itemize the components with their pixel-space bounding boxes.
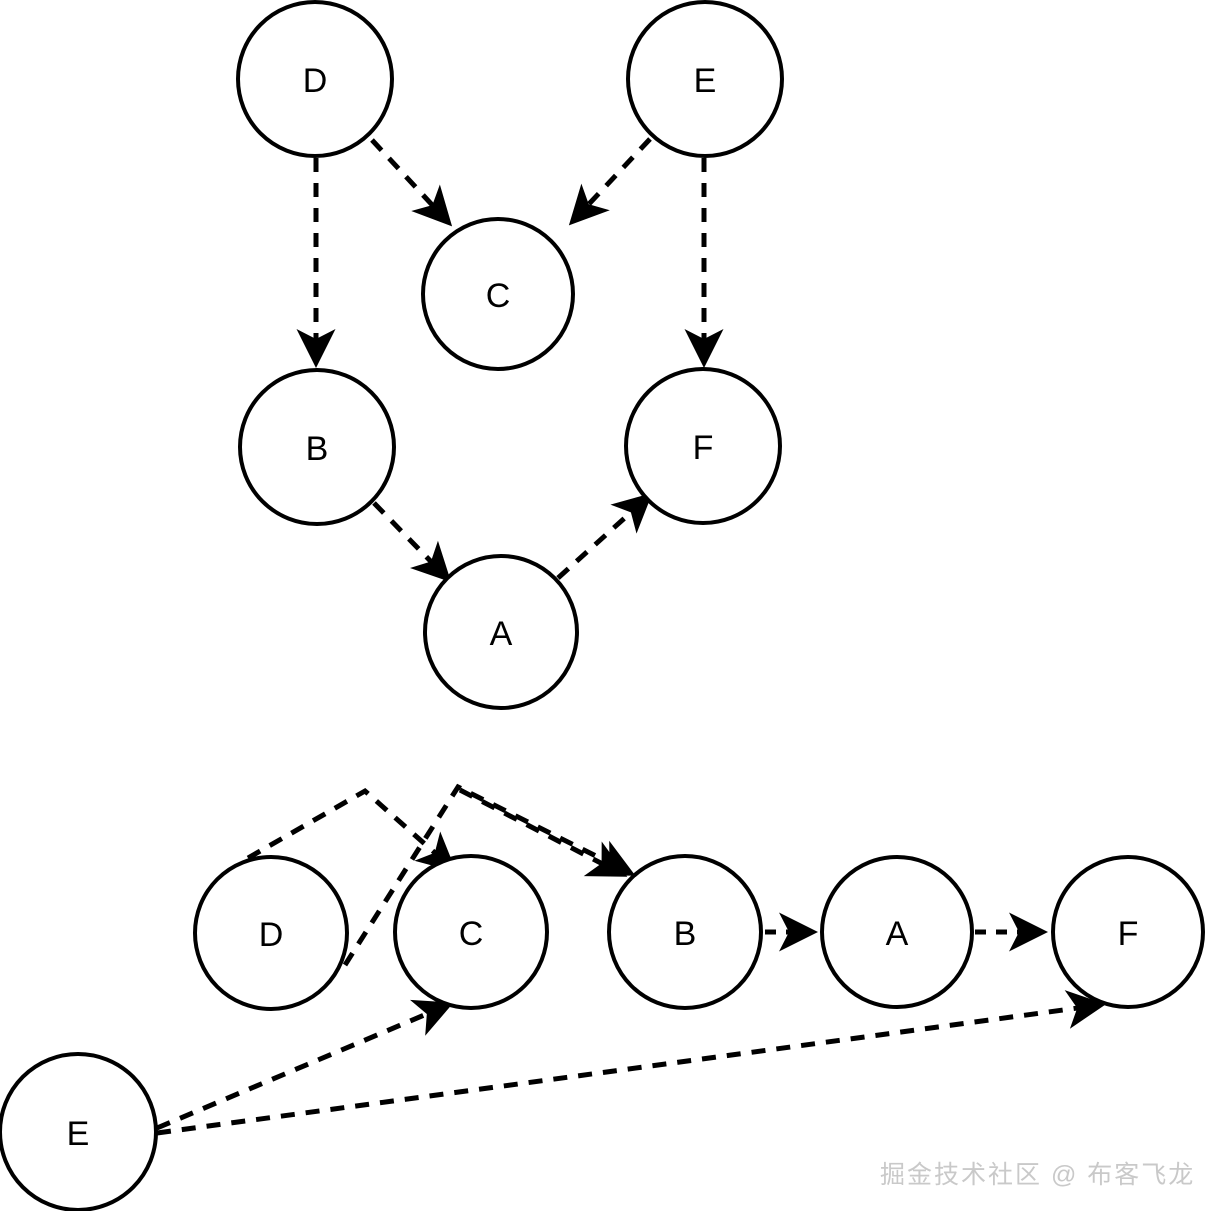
node-E[interactable]: E <box>626 0 784 158</box>
node-C-topo-circle[interactable] <box>393 854 549 1010</box>
dag-edges <box>296 137 724 583</box>
node-A[interactable]: A <box>423 554 579 710</box>
node-D-circle[interactable] <box>236 0 394 158</box>
edge-D2-to-C2 <box>246 787 457 872</box>
edge-A-to-F <box>556 492 653 580</box>
node-F[interactable]: F <box>624 367 782 525</box>
node-B-circle[interactable] <box>238 368 396 526</box>
node-D-label: D <box>303 62 328 100</box>
watermark-text: 掘金技术社区 @ 布客飞龙 <box>880 1161 1196 1189</box>
node-C-label: C <box>486 277 511 315</box>
node-B-topo[interactable]: B <box>607 854 763 1010</box>
node-E-topo-label: E <box>67 1115 90 1153</box>
node-F-topo-label: F <box>1118 915 1139 953</box>
node-E-topo-circle[interactable] <box>0 1052 158 1211</box>
node-D-topo[interactable]: D <box>193 855 349 1011</box>
topo-nodes: D C B A F <box>0 854 1205 1211</box>
node-C-topo-label: C <box>459 915 484 953</box>
edge-C2-to-B2 <box>458 787 628 877</box>
node-D-topo-circle[interactable] <box>193 855 349 1011</box>
node-C-topo[interactable]: C <box>393 854 549 1010</box>
edge-E2-to-F2 <box>156 990 1106 1136</box>
node-D-topo-label: D <box>259 916 284 954</box>
node-C-circle[interactable] <box>421 217 575 371</box>
edge-B-to-A <box>372 501 452 583</box>
node-B-topo-circle[interactable] <box>607 854 763 1010</box>
node-F-label: F <box>693 429 714 467</box>
node-C[interactable]: C <box>421 217 575 371</box>
node-E-topo[interactable]: E <box>0 1052 158 1211</box>
node-A-circle[interactable] <box>423 554 579 710</box>
node-A-topo-label: A <box>886 915 909 953</box>
node-B[interactable]: B <box>238 368 396 526</box>
node-F-topo[interactable]: F <box>1051 855 1205 1009</box>
edge-D-to-C <box>370 138 453 227</box>
node-B-label: B <box>306 430 329 468</box>
node-A-label: A <box>490 615 513 653</box>
node-B-topo-label: B <box>674 915 697 953</box>
topological-order-group: D C B A F <box>0 783 1205 1211</box>
node-A-topo[interactable]: A <box>820 855 974 1009</box>
edge-E-to-C <box>568 137 652 226</box>
topo-edges <box>156 783 1106 1136</box>
dag-layout-group: D E C B F <box>236 0 784 710</box>
node-E-circle[interactable] <box>626 0 784 158</box>
node-E-label: E <box>694 62 717 100</box>
edge-E2-to-C2 <box>156 999 454 1131</box>
node-D[interactable]: D <box>236 0 394 158</box>
node-A-topo-circle[interactable] <box>820 855 974 1009</box>
dag-nodes: D E C B F <box>236 0 784 710</box>
node-F-circle[interactable] <box>624 367 782 525</box>
edge-D2-to-B2 <box>342 783 636 967</box>
node-F-topo-circle[interactable] <box>1051 855 1205 1009</box>
